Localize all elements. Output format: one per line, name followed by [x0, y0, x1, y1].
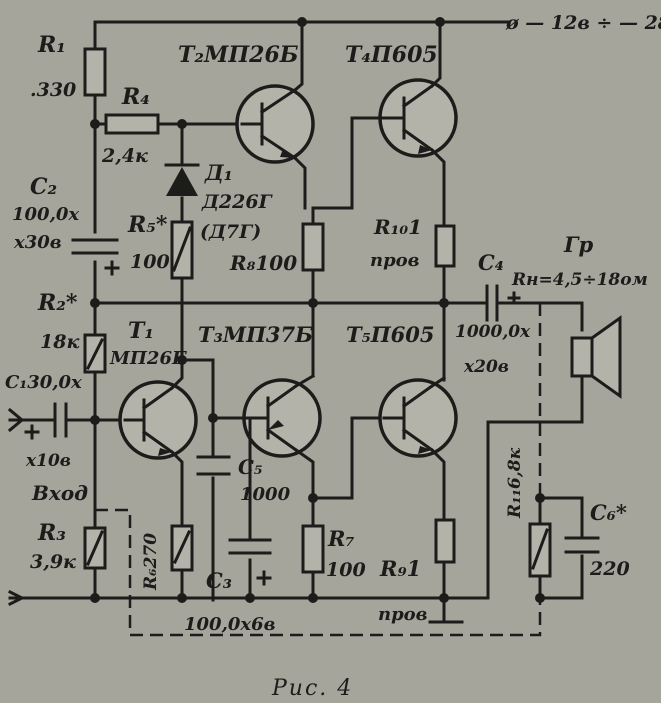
- c6-value: 220: [589, 558, 630, 580]
- t2-t4-link: [311, 116, 383, 210]
- r7-body: [301, 524, 325, 574]
- r10-body: [434, 224, 456, 268]
- t1-label: T₁: [128, 318, 154, 344]
- r9-body: [434, 518, 456, 564]
- junction-dots: [90, 17, 545, 603]
- t5-label: T₅П605: [346, 322, 435, 347]
- r9-label: R₉1: [379, 556, 421, 581]
- t2-transistor: [235, 84, 315, 164]
- speaker-cone: [590, 315, 622, 399]
- c2-symbol: [71, 238, 119, 255]
- t2-label: T₂МП26Б: [178, 42, 299, 68]
- c4-label: C₄: [478, 250, 504, 275]
- gr-label: Гр: [563, 232, 593, 257]
- c4-symbol: [485, 284, 499, 322]
- d1-triangle: [166, 167, 198, 196]
- c1-label: C₁30,0х: [5, 372, 82, 393]
- t3-label: T₃МП37Б: [198, 322, 313, 347]
- r4-body: [104, 113, 160, 135]
- c4-value-2: х20в: [463, 357, 509, 377]
- r4-label: R₄: [121, 84, 150, 110]
- r6-label: R₆270: [141, 533, 161, 591]
- output-line: [93, 301, 584, 332]
- r10-label: R₁₀1: [373, 215, 422, 239]
- c5-symbol: [196, 455, 231, 476]
- speaker-magnet: [570, 336, 594, 378]
- c5-label: C₅: [238, 455, 263, 479]
- r10-value: пров: [370, 250, 420, 271]
- c3-symbol: [228, 538, 272, 555]
- r2-value: 18к: [40, 331, 79, 353]
- c3-label: C₃: [206, 568, 232, 593]
- r5-value: 100: [130, 251, 170, 273]
- c6-symbol: [564, 536, 600, 554]
- input-label: Вход: [31, 481, 88, 505]
- t1-transistor: [118, 380, 198, 460]
- c2-plus: [104, 260, 120, 276]
- c6-label: C₆*: [590, 500, 627, 525]
- r1-body: [83, 47, 107, 97]
- d1-alt: (Д7Г): [200, 221, 261, 243]
- c1-symbol: [53, 402, 68, 438]
- r5-label: R₅*: [127, 212, 168, 238]
- c2-value-2: х30в: [13, 232, 62, 253]
- r8-body: [301, 222, 325, 272]
- r1-value: .330: [30, 79, 76, 101]
- figure-caption: Рис. 4: [271, 676, 353, 701]
- r7-value: 100: [326, 559, 366, 581]
- r3-label: R₃: [37, 520, 66, 546]
- r2-label: R₂*: [37, 290, 78, 316]
- rh-label: Rн=4,5÷18ом: [511, 270, 648, 290]
- c3-value: 100,0х6в: [184, 614, 275, 635]
- c2-label: C₂: [30, 174, 57, 200]
- c5-value: 1000: [240, 484, 291, 505]
- c1-value: х10в: [25, 451, 71, 471]
- r11-label: R₁₁6,8к: [505, 447, 525, 519]
- r8-label: R₈100: [229, 251, 297, 275]
- ground-return-dashed: [95, 508, 542, 637]
- r9-value: пров: [378, 604, 428, 625]
- r3-value: 3,9к: [30, 551, 76, 573]
- r7-label: R₇: [327, 526, 355, 551]
- d1-label: Д₁: [204, 160, 233, 185]
- c2-value-1: 100,0х: [12, 204, 79, 225]
- r1-label: R₁: [37, 32, 66, 58]
- d1-value: Д226Г: [201, 191, 274, 213]
- t4-label: T₄П605: [345, 42, 438, 68]
- t5-transistor: [378, 378, 458, 458]
- r4-value: 2,4к: [101, 145, 148, 167]
- c4-value-1: 1000,0х: [455, 322, 531, 342]
- t1-value: МП26Б: [109, 348, 187, 369]
- supply-label: ø — 12в ÷ — 28в: [505, 12, 661, 34]
